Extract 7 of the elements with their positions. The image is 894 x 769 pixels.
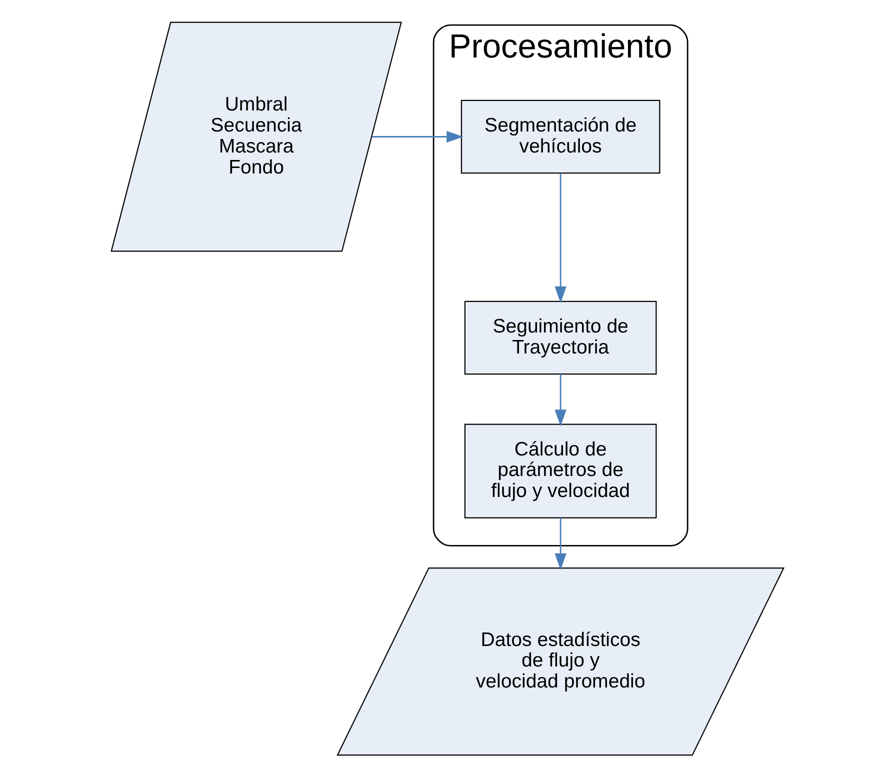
node-box: Seguimiento de Trayectoria: [464, 300, 656, 375]
arrow: [372, 130, 463, 143]
node-box: Segmentación de vehículos: [460, 100, 660, 174]
arrow: [554, 374, 566, 426]
arrow: [554, 173, 566, 304]
arrow: [554, 518, 566, 570]
node-box: Cálculo de parámetros de flujo y velocidad: [464, 424, 656, 518]
